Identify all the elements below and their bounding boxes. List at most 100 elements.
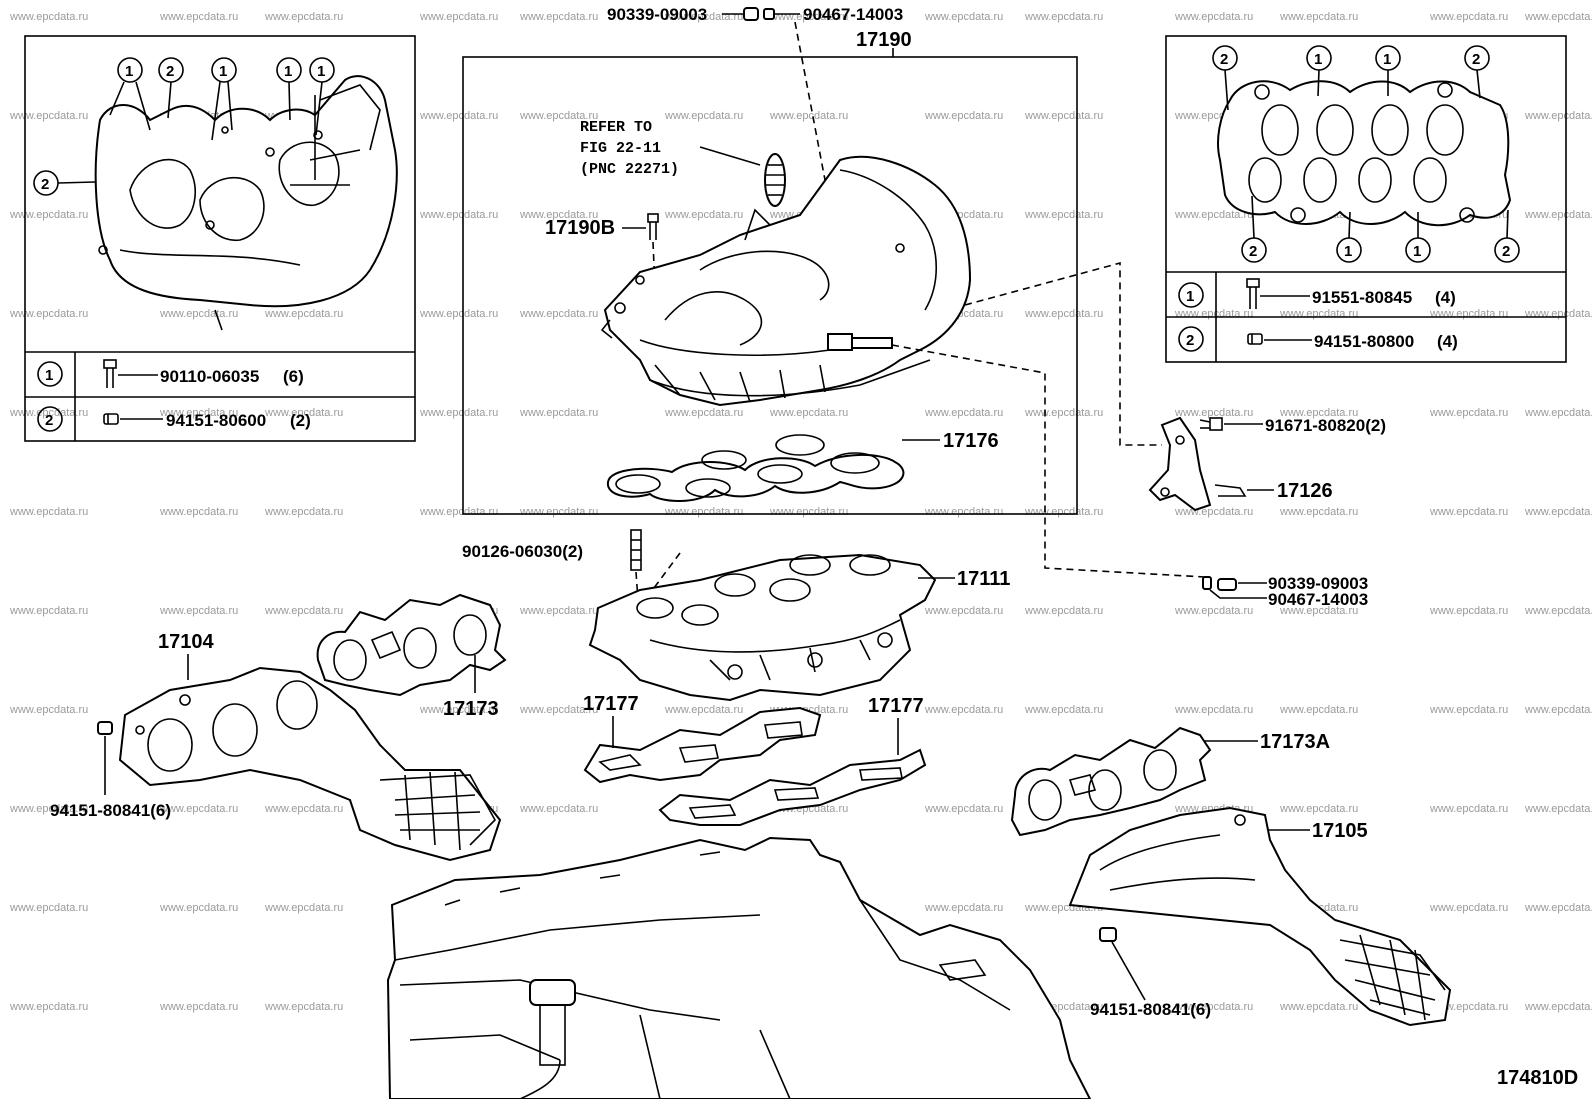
watermark-text: www.epcdata.ru — [519, 407, 598, 419]
watermark-text: www.epcdata.ru — [1174, 506, 1253, 518]
watermark-text: www.epcdata.ru — [264, 803, 343, 815]
gasket-17177-right: 17177 — [658, 695, 927, 826]
svg-text:2: 2 — [45, 412, 53, 429]
left-inset: 1 2 1 1 1 2 1 2 — [24, 35, 416, 442]
watermark-text: www.epcdata.ru — [519, 11, 598, 23]
watermark-text: www.epcdata.ru — [419, 308, 498, 320]
watermark-text: www.epcdata.ru — [419, 209, 498, 221]
watermark-text: www.epcdata.ru — [159, 902, 238, 914]
svg-text:1: 1 — [1383, 51, 1391, 68]
right-legend-table: 1 2 91551-80845 (4) 94151-80800 (4) — [1166, 271, 1566, 362]
watermark-text: www.epcdata.ru — [664, 110, 743, 122]
watermark-text: www.epcdata.ru — [159, 605, 238, 617]
svg-text:2: 2 — [1502, 243, 1510, 260]
watermark-text: www.epcdata.ru — [1524, 704, 1592, 716]
svg-text:2: 2 — [1220, 51, 1228, 68]
label-17177-left: 17177 — [583, 693, 639, 715]
label-17111: 17111 — [957, 568, 1010, 590]
group-17190-frame — [462, 56, 1078, 515]
watermark-text: www.epcdata.ru — [924, 704, 1003, 716]
gasket-17173A: 17173A — [1010, 726, 1330, 837]
watermark-text: www.epcdata.ru — [519, 704, 598, 716]
right-gasket-drawing — [1217, 80, 1512, 227]
watermark-text: www.epcdata.ru — [1174, 407, 1253, 419]
watermark-text: www.epcdata.ru — [264, 506, 343, 518]
refer-line-2: FIG 22-11 — [580, 140, 661, 157]
nut-left-icon — [97, 721, 113, 735]
watermark-text: www.epcdata.ru — [1279, 11, 1358, 23]
label-17177-right: 17177 — [868, 695, 924, 717]
svg-text:1: 1 — [1413, 243, 1421, 260]
watermark-text: www.epcdata.ru — [159, 506, 238, 518]
watermark-text: www.epcdata.ru — [1524, 902, 1592, 914]
watermark-text: www.epcdata.ru — [419, 407, 498, 419]
watermark-text: www.epcdata.ru — [924, 506, 1003, 518]
label-17176: 17176 — [943, 430, 999, 452]
svg-text:1: 1 — [1344, 243, 1352, 260]
watermark-text: www.epcdata.ru — [159, 11, 238, 23]
label-17190B: 17190B — [545, 217, 615, 239]
bolt-91671-icon — [1199, 417, 1223, 431]
right-legend-qty-2: (4) — [1437, 332, 1458, 351]
watermark-text: www.epcdata.ru — [9, 902, 88, 914]
watermark-text: www.epcdata.ru — [419, 110, 498, 122]
watermark-text: www.epcdata.ru — [264, 1001, 343, 1013]
watermark-text: www.epcdata.ru — [1524, 506, 1592, 518]
label-17126: 17126 — [1277, 480, 1333, 502]
svg-text:2: 2 — [1472, 51, 1480, 68]
hose-fitting-icon — [743, 7, 759, 21]
label-94151-left: 94151-80841(6) — [50, 801, 171, 820]
svg-text:2: 2 — [1249, 243, 1257, 260]
watermark-text: www.epcdata.ru — [1524, 110, 1592, 122]
watermark-text: www.epcdata.ru — [9, 704, 88, 716]
engine-block-drawing — [386, 836, 1092, 1100]
watermark-text: www.epcdata.ru — [1524, 407, 1592, 419]
watermark-text: www.epcdata.ru — [159, 308, 238, 320]
watermark-text: www.epcdata.ru — [924, 407, 1003, 419]
svg-text:1: 1 — [1314, 51, 1322, 68]
left-legend-table: 1 2 90110-06035 (6) 94151-80600 (2) — [25, 351, 415, 441]
refer-line-1: REFER TO — [580, 119, 652, 136]
label-17173A: 17173A — [1260, 731, 1330, 753]
nut-icon — [1247, 333, 1263, 345]
gasket-17177-left: 17177 — [583, 693, 822, 784]
watermark-text: www.epcdata.ru — [924, 605, 1003, 617]
watermark-text: www.epcdata.ru — [264, 605, 343, 617]
watermark-text: www.epcdata.ru — [9, 407, 88, 419]
watermark-text: www.epcdata.ru — [769, 506, 848, 518]
watermark-text: www.epcdata.ru — [264, 407, 343, 419]
watermark-text: www.epcdata.ru — [9, 308, 88, 320]
watermark-text: www.epcdata.ru — [519, 803, 598, 815]
nut-right-icon — [1099, 927, 1117, 942]
watermark-text: www.epcdata.ru — [9, 1001, 88, 1013]
watermark-text: www.epcdata.ru — [159, 1001, 238, 1013]
watermark-text: www.epcdata.ru — [519, 110, 598, 122]
watermark-text: www.epcdata.ru — [419, 506, 498, 518]
watermark-layer: www.epcdata.ru www.epcdata.ru www.epcdata.… — [9, 11, 1592, 1013]
svg-text:2: 2 — [1186, 332, 1194, 349]
watermark-text: www.epcdata.ru — [1279, 803, 1358, 815]
left-inset-markers: 1 2 1 1 1 2 — [33, 57, 335, 196]
watermark-text: www.epcdata.ru — [9, 803, 88, 815]
watermark-text: www.epcdata.ru — [664, 407, 743, 419]
watermark-text: www.epcdata.ru — [1429, 1001, 1508, 1013]
watermark-text: www.epcdata.ru — [1279, 308, 1358, 320]
svg-text:1: 1 — [1186, 288, 1194, 305]
watermark-text: www.epcdata.ru — [1524, 803, 1592, 815]
right-inset-markers: 2 1 1 2 2 1 1 2 — [1212, 45, 1520, 263]
watermark-text: www.epcdata.ru — [664, 506, 743, 518]
watermark-text: www.epcdata.ru — [1024, 11, 1103, 23]
intake-manifold-drawing — [600, 155, 972, 407]
watermark-text: www.epcdata.ru — [1429, 902, 1508, 914]
right-legend-part-2: 94151-80800 — [1314, 332, 1414, 351]
watermark-text: www.epcdata.ru — [1429, 506, 1508, 518]
watermark-text: www.epcdata.ru — [924, 110, 1003, 122]
watermark-text: www.epcdata.ru — [1024, 110, 1103, 122]
watermark-text: www.epcdata.ru — [1024, 407, 1103, 419]
watermark-text: www.epcdata.ru — [264, 308, 343, 320]
watermark-text: www.epcdata.ru — [664, 704, 743, 716]
marker-1 — [117, 57, 143, 83]
watermark-text: www.epcdata.ru — [1429, 407, 1508, 419]
watermark-text: www.epcdata.ru — [1524, 11, 1592, 23]
